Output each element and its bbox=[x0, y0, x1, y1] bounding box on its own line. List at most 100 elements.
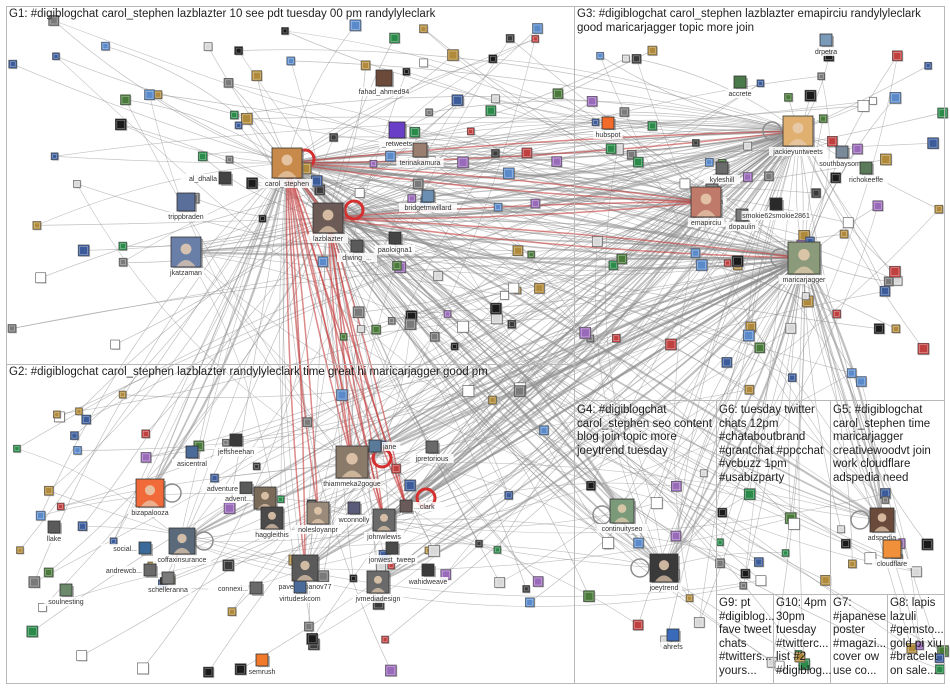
node-adspedia[interactable]: adspedia bbox=[865, 507, 899, 542]
node-drpetra[interactable]: drpetra bbox=[811, 33, 841, 56]
label-bg bbox=[872, 559, 912, 568]
node-jeffsheehan[interactable]: jeffsheehan bbox=[214, 433, 258, 456]
edge-heavy bbox=[286, 162, 707, 203]
node-unlabeled-1-46 bbox=[842, 217, 855, 229]
node-carol_stephen[interactable]: carol_stephen bbox=[261, 147, 313, 188]
node-maricarjagger[interactable]: maricarjagger bbox=[778, 241, 830, 284]
edge bbox=[19, 162, 288, 551]
node-nolesloyanpr[interactable]: nolesloyanpr bbox=[294, 501, 342, 534]
node-label: kyleshill bbox=[710, 177, 735, 184]
avatar-body bbox=[793, 266, 815, 274]
node-djwing[interactable]: djwing_... bbox=[337, 239, 377, 262]
node-virtudeskcom[interactable]: virtudeskcom bbox=[276, 580, 324, 603]
node-jackieyuntweets[interactable]: jackieyuntweets bbox=[769, 115, 827, 156]
node-label: jpretorious bbox=[415, 456, 449, 463]
node-soulnesting[interactable]: soulnesting bbox=[44, 583, 88, 606]
node-fahad_ahmed94[interactable]: fahad_ahmed94 bbox=[358, 69, 410, 96]
node-unlabeled-0-88 bbox=[451, 94, 464, 107]
node-wconnolly[interactable]: wconnolly bbox=[335, 501, 373, 524]
edge-heavy bbox=[286, 162, 883, 521]
node-bizapalooza[interactable]: bizapalooza bbox=[128, 478, 172, 517]
node-llake[interactable]: llake bbox=[43, 520, 65, 543]
self-loop bbox=[630, 558, 650, 578]
edge-reciprocated bbox=[286, 162, 707, 203]
node-accrete[interactable]: accrete bbox=[725, 75, 755, 98]
node-paoloigna1[interactable]: paoloigna1 bbox=[375, 231, 415, 254]
node-bridgetmwillard[interactable]: bridgetmwillard bbox=[399, 189, 457, 212]
node-clark[interactable]: ...clark bbox=[399, 499, 446, 514]
avatar-body bbox=[696, 209, 716, 217]
node-jkatzaman[interactable]: jkatzaman bbox=[167, 236, 205, 277]
node-adventure1[interactable]: adventure bbox=[201, 481, 254, 496]
node-al_dhalla[interactable]: al_dhalla bbox=[180, 171, 233, 186]
node-unlabeled-0-53 bbox=[52, 52, 61, 61]
edge-heavy bbox=[383, 130, 799, 521]
node-trippbraden[interactable]: trippbraden bbox=[164, 192, 208, 221]
node-richokeeffe[interactable]: richokeeffe bbox=[844, 161, 888, 184]
node-unlabeled-2-42 bbox=[227, 607, 237, 617]
node-coffaxinsurance[interactable]: coffaxinsurance bbox=[153, 527, 211, 564]
label-bg bbox=[382, 442, 401, 451]
node-jonwest[interactable]: jonwest_tweep bbox=[366, 541, 418, 564]
edge-heavy bbox=[663, 257, 805, 569]
node-socialmedia[interactable]: social... bbox=[100, 541, 153, 556]
node-unlabeled-2-9 bbox=[381, 635, 390, 645]
node-unlabeled-0-69 bbox=[246, 177, 259, 190]
node-kyleshill[interactable]: kyleshill bbox=[703, 161, 741, 184]
node-unlabeled-0-34 bbox=[281, 27, 290, 36]
node-johnwlewis[interactable]: johnwlewis bbox=[364, 508, 404, 541]
node-jane[interactable]: jane bbox=[368, 439, 401, 454]
node-joeytrend[interactable]: joeytrend bbox=[645, 553, 683, 592]
edge-heavy bbox=[327, 130, 799, 219]
label-bg bbox=[593, 130, 623, 139]
node-jvmediadesign[interactable]: jvmediadesign bbox=[352, 570, 404, 603]
node-lazblazter[interactable]: lazblazter bbox=[308, 202, 348, 243]
node-connexi[interactable]: connexi... bbox=[208, 581, 264, 596]
node-unlabeled-2-4 bbox=[494, 577, 506, 589]
node-unlabeled-2-34 bbox=[118, 390, 128, 400]
group-label-g10: G10: 4pm 30pm tuesday #twitterc... list … bbox=[776, 597, 831, 677]
node-unlabeled-2-53 bbox=[44, 485, 55, 497]
label-bg bbox=[645, 583, 683, 592]
node-unlabeled-0-44 bbox=[429, 332, 441, 343]
edge bbox=[16, 448, 183, 542]
node-andrewcb[interactable]: andrewcb... bbox=[98, 563, 158, 578]
node-unlabeled-0-66 bbox=[197, 151, 209, 162]
node-emapirciu[interactable]: emapirciu bbox=[687, 186, 725, 227]
node-semrush[interactable]: semrush bbox=[247, 653, 277, 676]
avatar-body bbox=[655, 575, 673, 582]
edge bbox=[286, 121, 596, 164]
node-cloudflare[interactable]: cloudflare bbox=[872, 539, 912, 568]
node-thiammeka2gogue[interactable]: thiammeka2gogue bbox=[323, 445, 381, 488]
label-bg bbox=[378, 139, 416, 148]
node-_retweets[interactable]: _retweets bbox=[378, 121, 416, 148]
node-terinakamura[interactable]: terinakamura bbox=[396, 142, 444, 167]
node-unlabeled-0-23 bbox=[258, 214, 267, 224]
node-asicentral[interactable]: asicentral bbox=[172, 445, 212, 468]
node-jpretorious[interactable]: jpretorious bbox=[410, 440, 454, 463]
node-label: dopaulin bbox=[729, 224, 756, 231]
node-unlabeled-2-24 bbox=[35, 510, 47, 522]
node-wahidweave[interactable]: wahidweave bbox=[408, 563, 448, 586]
node-smokie62smokie2861[interactable]: smokie62smokie2861 bbox=[741, 197, 811, 220]
node-label: adspedia bbox=[868, 535, 897, 542]
node-ahrefs[interactable]: ahrefs bbox=[660, 628, 686, 651]
node-southbaysome[interactable]: southbaysome bbox=[818, 145, 866, 168]
node-haggleithis[interactable]: haggleithis bbox=[250, 506, 294, 539]
node-unlabeled-0-38 bbox=[491, 149, 501, 159]
node-unlabeled-2-20 bbox=[38, 603, 48, 613]
node-unlabeled-1-0 bbox=[917, 342, 930, 356]
node-hubspot[interactable]: hubspot bbox=[593, 116, 623, 139]
node-unlabeled-0-39 bbox=[493, 202, 504, 213]
node-continuityseo[interactable]: continuityseo bbox=[596, 498, 648, 533]
label-bg bbox=[201, 484, 238, 493]
node-adventure2[interactable]: advent... bbox=[215, 486, 278, 511]
node-unlabeled-1-3 bbox=[596, 51, 605, 61]
avatar bbox=[388, 231, 402, 245]
node-unlabeled-2-30 bbox=[349, 574, 358, 583]
node-unlabeled-0-17 bbox=[354, 188, 366, 199]
edge-heavy bbox=[181, 257, 805, 542]
node-unlabeled-0-83 bbox=[419, 58, 429, 68]
node-schelleranna[interactable]: schelleranna bbox=[144, 571, 192, 594]
node-unlabeled-5-9 bbox=[921, 538, 934, 551]
